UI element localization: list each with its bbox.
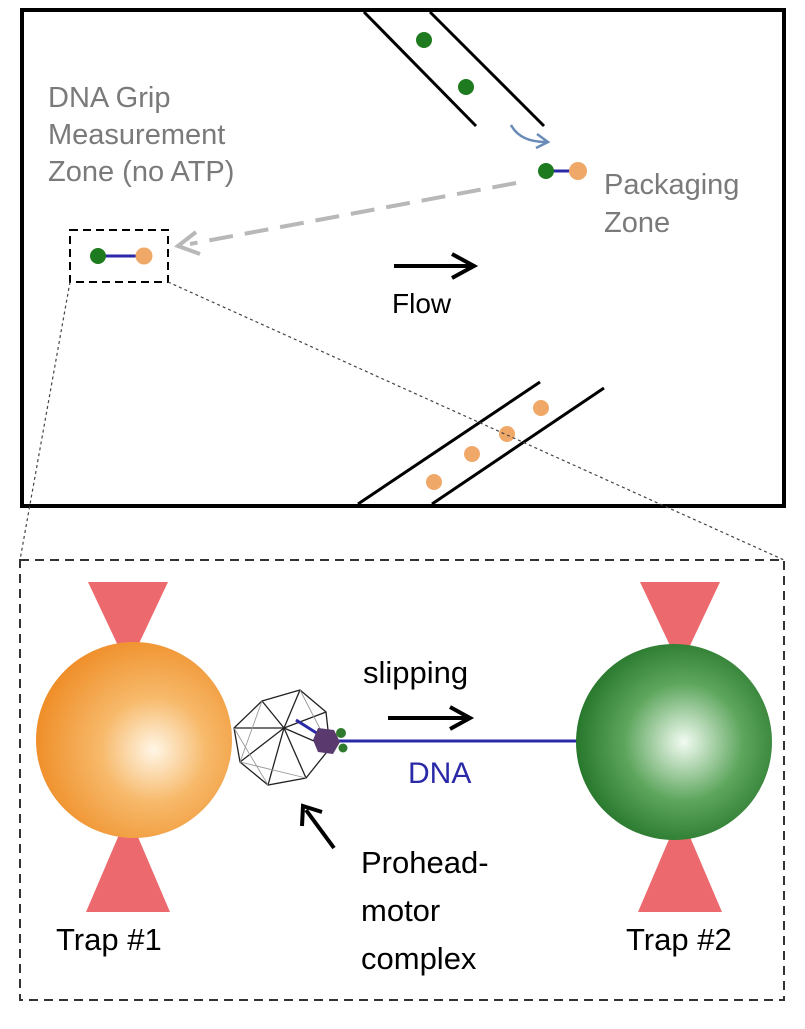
transfer-dashed-line	[189, 181, 517, 246]
svg-text:Zone: Zone	[604, 207, 670, 239]
trap2-laser-top	[640, 582, 720, 652]
trap1-laser-bottom	[86, 830, 170, 912]
upper-channel	[362, 10, 546, 128]
svg-text:DNA Grip: DNA Grip	[48, 82, 170, 114]
grip-zone-box	[69, 229, 169, 283]
motor-subunit	[336, 728, 346, 738]
prohead-motor-label: Prohead- motor complex	[361, 845, 489, 976]
motor-subunit	[338, 743, 348, 753]
orange-bead	[499, 426, 515, 442]
curved-arrow-head-icon	[535, 132, 551, 150]
orange-bead	[533, 400, 549, 416]
green-bead	[416, 32, 432, 48]
svg-text:Measurement: Measurement	[48, 119, 225, 151]
packaging-bead-pair	[538, 162, 587, 180]
trap1-laser-top	[88, 582, 168, 652]
orange-bead	[464, 446, 480, 462]
svg-text:Zone (no ATP): Zone (no ATP)	[48, 156, 234, 188]
orange-bead	[426, 474, 442, 490]
flow-arrow-head-icon	[451, 252, 479, 280]
detail-panel	[19, 559, 785, 1001]
green-trapped-bead	[576, 644, 772, 840]
svg-text:Packaging: Packaging	[604, 169, 739, 201]
transfer-arrow-head-icon	[173, 230, 201, 256]
packaging-zone-label: Packaging Zone	[604, 169, 739, 239]
zoom-line-left	[19, 281, 71, 561]
slipping-label: slipping	[363, 655, 468, 690]
svg-text:Prohead-: Prohead-	[361, 845, 489, 880]
slipping-arrow-head-icon	[449, 705, 475, 731]
orange-trapped-bead	[36, 642, 232, 838]
svg-text:complex: complex	[361, 941, 477, 976]
green-bead	[458, 79, 474, 95]
trap1-label: Trap #1	[56, 922, 162, 957]
pointer-arrow-icon	[304, 808, 336, 850]
grip-bead-pair	[90, 247, 153, 265]
zoom-line-right	[167, 281, 785, 561]
dna-label: DNA	[408, 757, 471, 790]
pointer-arrow-head-icon	[300, 803, 323, 827]
grip-zone-label: DNA Grip Measurement Zone (no ATP)	[48, 82, 234, 188]
trap2-label: Trap #2	[626, 922, 732, 957]
lower-channel	[357, 380, 605, 506]
svg-text:motor: motor	[361, 893, 440, 928]
motor-complex	[313, 728, 340, 754]
curved-arrow-icon	[509, 124, 547, 144]
flow-label: Flow	[392, 288, 452, 319]
trap2-laser-bottom	[638, 830, 722, 912]
